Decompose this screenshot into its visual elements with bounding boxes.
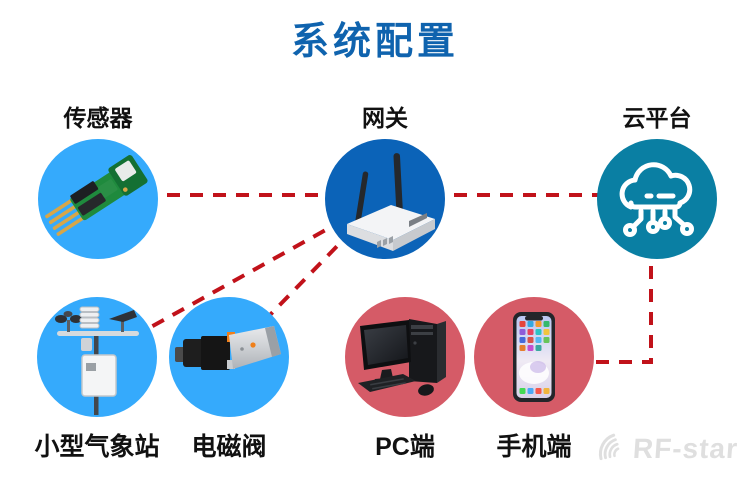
sensor-circle bbox=[38, 139, 158, 259]
smartphone-icon bbox=[474, 297, 594, 417]
pc-circle bbox=[345, 297, 465, 417]
signal-arcs-icon bbox=[592, 428, 628, 469]
node-label-cloud: 云平台 bbox=[622, 105, 692, 131]
brand-logo: RF-star bbox=[592, 428, 740, 469]
node-label-pc: PC端 bbox=[375, 433, 435, 461]
weather-station-circle bbox=[37, 297, 157, 417]
node-weather-station: 小型气象站 bbox=[22, 297, 172, 463]
brand-logo-text: RF-star bbox=[631, 432, 740, 464]
node-gateway: 网关 bbox=[310, 103, 460, 259]
phone-circle bbox=[474, 297, 594, 417]
node-label-phone: 手机端 bbox=[496, 433, 572, 461]
page-title: 系统配置 bbox=[290, 21, 459, 63]
solenoid-valve-circle bbox=[169, 297, 289, 417]
weather-station-icon bbox=[37, 297, 157, 417]
node-pc: PC端 bbox=[330, 297, 480, 463]
solenoid-valve-icon bbox=[169, 297, 289, 417]
node-label-sensor: 传感器 bbox=[63, 105, 133, 131]
node-cloud: 云平台 bbox=[582, 103, 732, 259]
node-solenoid-valve: 电磁阀 bbox=[154, 297, 304, 463]
node-label-weather-station: 小型气象站 bbox=[34, 433, 160, 461]
sensor-module-icon bbox=[38, 139, 158, 259]
node-phone: 手机端 bbox=[459, 297, 609, 463]
node-label-gateway: 网关 bbox=[362, 105, 408, 131]
desktop-pc-icon bbox=[345, 297, 465, 417]
gateway-circle bbox=[325, 139, 445, 259]
router-icon bbox=[325, 139, 445, 259]
node-sensor: 传感器 bbox=[23, 103, 173, 259]
iot-cloud-icon bbox=[597, 139, 717, 259]
node-label-solenoid-valve: 电磁阀 bbox=[191, 433, 267, 461]
cloud-circle bbox=[597, 139, 717, 259]
